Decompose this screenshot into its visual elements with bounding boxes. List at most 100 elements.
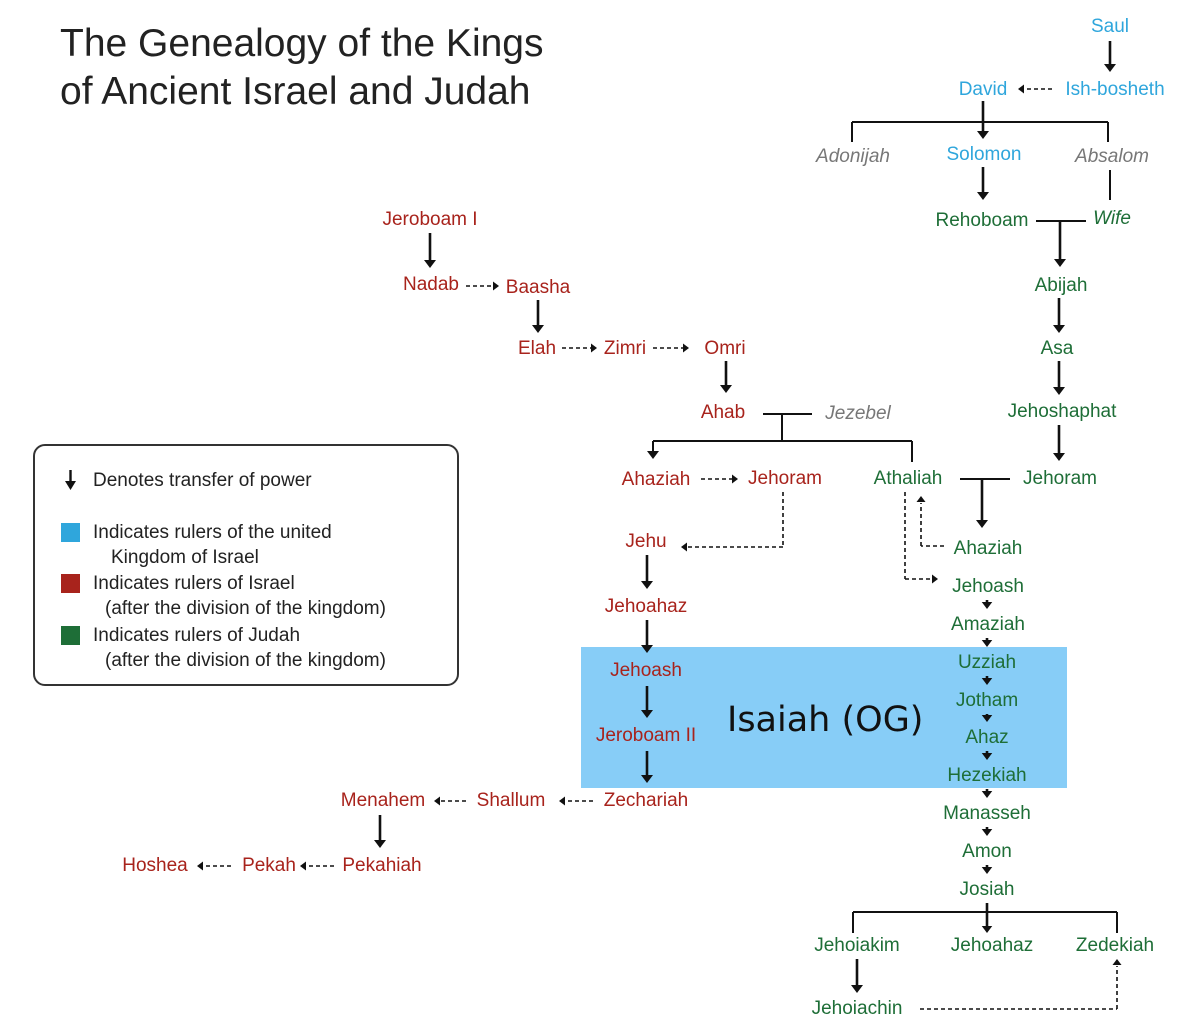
person-zedekiah: Zedekiah <box>1075 935 1155 956</box>
legend-label: Indicates rulers of Israel <box>93 573 295 594</box>
person-jehoash-israel: Jehoash <box>610 660 682 681</box>
person-wife: Wife <box>1093 208 1131 229</box>
arrowhead <box>1053 387 1065 395</box>
arrowhead <box>981 926 993 933</box>
person-zimri: Zimri <box>603 338 647 359</box>
arrowhead <box>532 325 544 333</box>
person-ish-bosheth: Ish-bosheth <box>1065 79 1165 100</box>
person-baasha: Baasha <box>505 277 571 298</box>
arrowhead <box>434 796 440 806</box>
arrowhead <box>977 192 989 200</box>
arrowhead <box>981 867 993 874</box>
legend-swatch-united <box>61 523 80 542</box>
page-title: The Genealogy of the Kings of Ancient Is… <box>60 20 543 116</box>
person-solomon: Solomon <box>946 144 1022 165</box>
person-jezebel: Jezebel <box>825 403 891 424</box>
arrowhead <box>981 753 993 760</box>
person-david: David <box>958 79 1008 100</box>
person-nadab: Nadab <box>403 274 459 295</box>
arrowhead <box>1053 453 1065 461</box>
person-jehoash-judah: Jehoash <box>952 576 1024 597</box>
person-pekahiah: Pekahiah <box>342 855 422 876</box>
person-saul: Saul <box>1090 16 1130 37</box>
person-hezekiah: Hezekiah <box>947 765 1027 786</box>
legend-swatch-judah <box>61 626 80 645</box>
arrowhead <box>641 645 653 653</box>
person-rehoboam: Rehoboam <box>935 210 1029 231</box>
person-menahem: Menahem <box>340 790 426 811</box>
arrowhead <box>197 861 203 871</box>
person-jehoahaz-israel: Jehoahaz <box>604 596 688 617</box>
person-jeroboam-ii: Jeroboam II <box>595 725 697 746</box>
person-ahaziah-judah: Ahaziah <box>953 538 1023 559</box>
person-amaziah: Amaziah <box>951 614 1025 635</box>
arrowhead <box>981 678 993 685</box>
arrowhead <box>1104 64 1116 72</box>
arrowhead <box>981 715 993 722</box>
down-arrow-icon <box>65 470 76 490</box>
arrowhead <box>720 385 732 393</box>
person-jehoiachin: Jehoiachin <box>811 998 903 1019</box>
legend-label: Denotes transfer of power <box>93 470 312 491</box>
arrowhead <box>641 710 653 718</box>
person-jehoahaz-judah: Jehoahaz <box>950 935 1034 956</box>
title-line-2: of Ancient Israel and Judah <box>60 70 531 113</box>
person-jotham: Jotham <box>955 690 1019 711</box>
arrowhead <box>374 840 386 848</box>
legend-label-sub: (after the division of the kingdom) <box>105 598 386 619</box>
isaiah-overlay-label: Isaiah (OG) <box>727 700 924 740</box>
person-ahaziah-israel: Ahaziah <box>621 469 691 490</box>
legend-label: Indicates rulers of Judah <box>93 625 301 646</box>
arrowhead <box>981 829 993 836</box>
arrowhead <box>732 474 738 484</box>
arrowhead <box>981 791 993 798</box>
person-jehoram-judah: Jehoram <box>1023 468 1097 489</box>
person-ahab: Ahab <box>700 402 746 423</box>
person-omri: Omri <box>704 338 746 359</box>
person-athaliah: Athaliah <box>873 468 943 489</box>
arrowhead <box>647 451 659 459</box>
arrowhead <box>641 775 653 783</box>
arrowhead <box>977 131 989 139</box>
person-ahaz: Ahaz <box>965 727 1009 748</box>
person-absalom: Absalom <box>1075 146 1149 167</box>
person-elah: Elah <box>517 338 557 359</box>
arrowhead <box>559 796 565 806</box>
arrowhead <box>681 542 687 552</box>
arrowhead <box>981 640 993 647</box>
legend-label: Indicates rulers of the united <box>93 522 332 543</box>
person-uzziah: Uzziah <box>957 652 1017 673</box>
person-zechariah: Zechariah <box>603 790 689 811</box>
arrowhead <box>300 861 306 871</box>
arrowhead <box>932 574 938 584</box>
arrowhead <box>641 581 653 589</box>
arrowhead <box>981 602 993 609</box>
arrowhead <box>851 985 863 993</box>
arrowhead <box>493 281 499 291</box>
arrowhead <box>1018 84 1024 94</box>
legend-swatch-israel <box>61 574 80 593</box>
person-jehoshaphat: Jehoshaphat <box>1007 401 1117 422</box>
person-josiah: Josiah <box>959 879 1015 900</box>
title-line-1: The Genealogy of the Kings <box>60 22 544 65</box>
person-jehoiakim: Jehoiakim <box>814 935 900 956</box>
person-jeroboam-i: Jeroboam I <box>382 209 478 230</box>
arrowhead <box>916 496 926 502</box>
person-jehu: Jehu <box>625 531 667 552</box>
person-adonijah: Adonijah <box>816 146 890 167</box>
arrowhead <box>683 343 689 353</box>
person-abijah: Abijah <box>1034 275 1088 296</box>
person-shallum: Shallum <box>476 790 546 811</box>
person-pekah: Pekah <box>242 855 296 876</box>
arrowhead <box>1054 259 1066 267</box>
legend-label-sub: (after the division of the kingdom) <box>105 650 386 671</box>
arrowhead <box>424 260 436 268</box>
arrowhead <box>591 343 597 353</box>
arrowhead <box>976 520 988 528</box>
legend-label-sub: Kingdom of Israel <box>111 547 259 568</box>
person-asa: Asa <box>1040 338 1074 359</box>
person-jehoram-israel: Jehoram <box>748 468 822 489</box>
person-hoshea: Hoshea <box>122 855 188 876</box>
legend-box: Denotes transfer of power Indicates rule… <box>33 444 459 686</box>
